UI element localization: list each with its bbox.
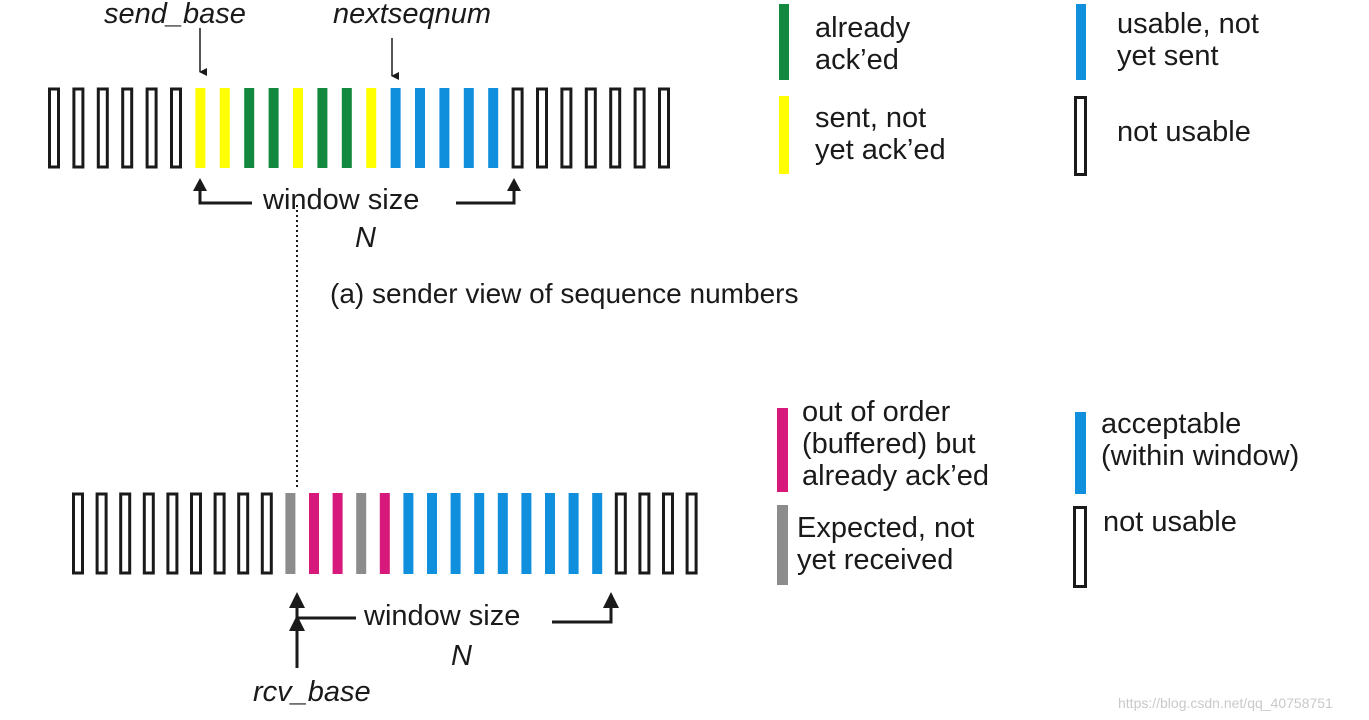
seq-slot-acceptable <box>521 493 532 574</box>
seq-slot-empty <box>95 492 108 575</box>
legend-receiver-not-usable-swatch <box>1073 506 1087 588</box>
seq-slot-sent <box>366 88 377 168</box>
seq-slot-empty <box>584 87 597 169</box>
seq-slot-empty <box>142 492 155 575</box>
seq-slot-acked <box>317 88 328 168</box>
legend-expected-text: Expected, not yet received <box>797 512 975 576</box>
rcv-base-label: rcv_base <box>253 676 371 708</box>
receiver-sequence-row <box>72 492 698 575</box>
sender-window-right-line <box>456 190 516 205</box>
seq-slot-empty <box>685 492 698 575</box>
seq-slot-empty <box>190 492 202 575</box>
seq-slot-empty <box>260 492 273 575</box>
legend-not-usable-swatch <box>1074 96 1087 176</box>
seq-slot-empty <box>48 87 60 169</box>
legend-not-usable-text: not usable <box>1117 116 1251 148</box>
seq-slot-empty <box>119 492 132 575</box>
watermark: https://blog.csdn.net/qq_40758751 <box>1118 695 1333 711</box>
seq-slot-empty <box>662 492 674 575</box>
seq-slot-empty <box>638 492 651 575</box>
seq-slot-sent <box>219 88 230 168</box>
seq-slot-empty <box>237 492 250 575</box>
legend-acceptable-text: acceptable (within window) <box>1101 408 1300 472</box>
seq-slot-empty <box>121 87 134 169</box>
seq-slot-expected <box>356 493 367 574</box>
seq-slot-acceptable <box>545 493 555 574</box>
seq-slot-empty <box>145 87 158 169</box>
seq-slot-acked <box>341 88 352 168</box>
legend-acceptable-swatch <box>1075 412 1086 494</box>
legend-expected-swatch <box>777 505 788 585</box>
receiver-window-label: window size <box>364 600 521 632</box>
seq-slot-usable <box>463 88 474 168</box>
seq-slot-sent <box>293 88 303 168</box>
seq-slot-usable <box>390 88 401 168</box>
send-base-label: send_base <box>104 0 246 30</box>
seq-slot-acceptable <box>497 493 508 574</box>
seq-slot-empty <box>170 87 182 169</box>
seq-slot-buffered <box>309 493 319 574</box>
seq-slot-acked <box>268 88 279 168</box>
receiver-window-bracket <box>289 592 619 631</box>
seq-slot-acceptable <box>474 493 485 574</box>
receiver-n-label: N <box>451 640 472 672</box>
sender-caption: (a) sender view of sequence numbers <box>330 278 799 309</box>
seq-slot-empty <box>72 87 85 169</box>
seq-slot-acceptable <box>568 493 579 574</box>
seq-slot-acked <box>244 88 255 168</box>
nextseqnum-label: nextseqnum <box>333 0 491 30</box>
seq-slot-buffered <box>332 493 343 574</box>
seq-slot-usable <box>488 88 499 168</box>
seq-slot-empty <box>658 87 670 169</box>
legend-usable-swatch <box>1076 4 1086 80</box>
seq-slot-acceptable <box>427 493 437 574</box>
seq-slot-empty <box>560 87 573 169</box>
seq-slot-empty <box>633 87 646 169</box>
seq-slot-empty <box>96 87 109 169</box>
sender-n-label: N <box>355 222 376 254</box>
sender-window-bracket <box>193 178 521 191</box>
seq-slot-empty <box>511 87 524 169</box>
seq-slot-expected <box>285 493 296 574</box>
seq-slot-sent <box>195 88 206 168</box>
receiver-window-left-line <box>295 606 356 620</box>
sender-window-left-line <box>198 190 252 205</box>
seq-slot-empty <box>614 492 627 575</box>
seq-slot-empty <box>166 492 179 575</box>
legend-acked-text: already ack’ed <box>815 12 911 76</box>
seq-slot-acceptable <box>592 493 603 574</box>
seq-slot-empty <box>609 87 622 169</box>
receiver-window-right-line <box>552 606 613 624</box>
seq-slot-empty <box>536 87 548 169</box>
legend-sent-swatch <box>779 96 789 174</box>
seq-slot-usable <box>439 88 450 168</box>
seq-slot-acceptable <box>450 493 461 574</box>
sender-sequence-row <box>48 87 670 169</box>
seq-slot-empty <box>213 492 226 575</box>
legend-acked-swatch <box>779 4 789 80</box>
sender-window-label: window size <box>263 184 420 216</box>
seq-slot-empty <box>72 492 84 575</box>
seq-slot-buffered <box>379 493 390 574</box>
seq-slot-usable <box>415 88 425 168</box>
legend-buffered-text: out of order (buffered) but already ack’… <box>802 396 989 492</box>
legend-receiver-not-usable-text: not usable <box>1103 506 1237 538</box>
seq-slot-acceptable <box>403 493 414 574</box>
legend-usable-text: usable, not yet sent <box>1117 8 1259 72</box>
legend-buffered-swatch <box>777 408 788 492</box>
legend-sent-text: sent, not yet ack’ed <box>815 102 946 166</box>
